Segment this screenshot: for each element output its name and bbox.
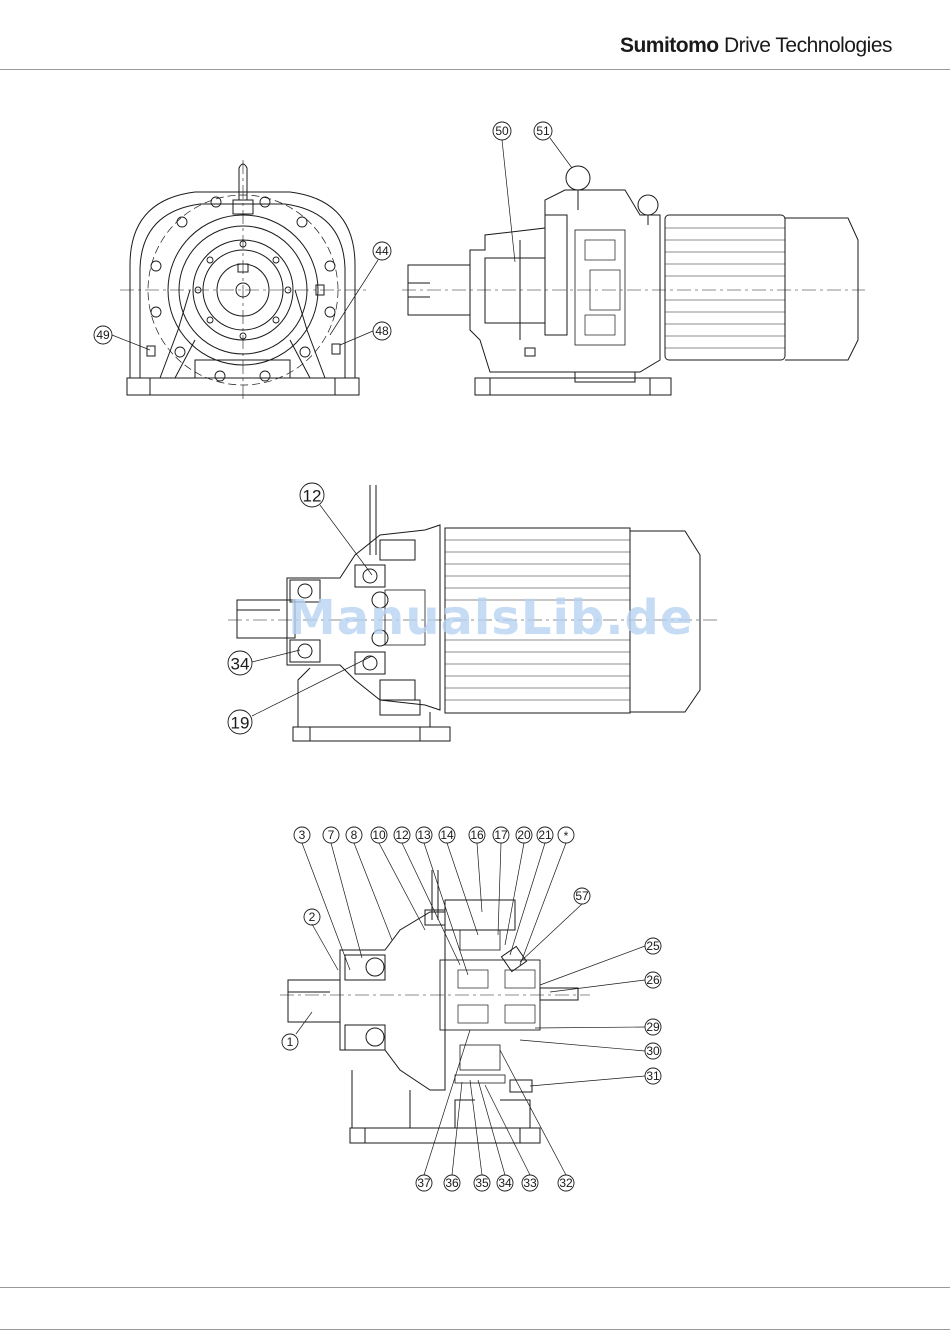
callout-14: 14 [440,828,454,842]
callout-34-fig2: 34 [231,655,250,674]
callout-51: 51 [536,124,550,138]
callout-7: 7 [328,828,335,842]
side-view-drawing [402,166,865,395]
callout-20: 20 [517,828,531,842]
callout-3: 3 [299,828,306,842]
callout-33: 33 [523,1176,537,1190]
callout-48: 48 [375,324,389,338]
callout-16: 16 [470,828,484,842]
callout-12: 12 [395,828,409,842]
callout-44: 44 [375,244,389,258]
callout-17: 17 [494,828,508,842]
callout-10: 10 [372,828,386,842]
callout-30: 30 [646,1044,660,1058]
leader-lines [112,138,645,1175]
callout-35: 35 [475,1176,489,1190]
callout-2: 2 [309,910,316,924]
callout-25: 25 [646,939,660,953]
callout-49: 49 [96,328,110,342]
callout-34: 34 [498,1176,512,1190]
watermark-text: ManualsLib.de [288,590,693,646]
callout-29: 29 [646,1020,660,1034]
callout-32: 32 [559,1176,573,1190]
cross-section-drawing [280,870,590,1143]
callout-asterisk: * [564,829,569,843]
callout-26: 26 [646,973,660,987]
callout-19-fig2: 19 [231,714,250,733]
callout-12-fig2: 12 [303,487,322,506]
callout-36: 36 [445,1176,459,1190]
callout-37: 37 [417,1176,431,1190]
callout-1: 1 [287,1035,294,1049]
callout-31: 31 [646,1069,660,1083]
callout-21: 21 [538,828,552,842]
front-view-drawing [120,160,368,402]
callout-50: 50 [495,124,509,138]
callout-13: 13 [417,828,431,842]
callout-57: 57 [575,889,589,903]
callout-8: 8 [351,828,358,842]
